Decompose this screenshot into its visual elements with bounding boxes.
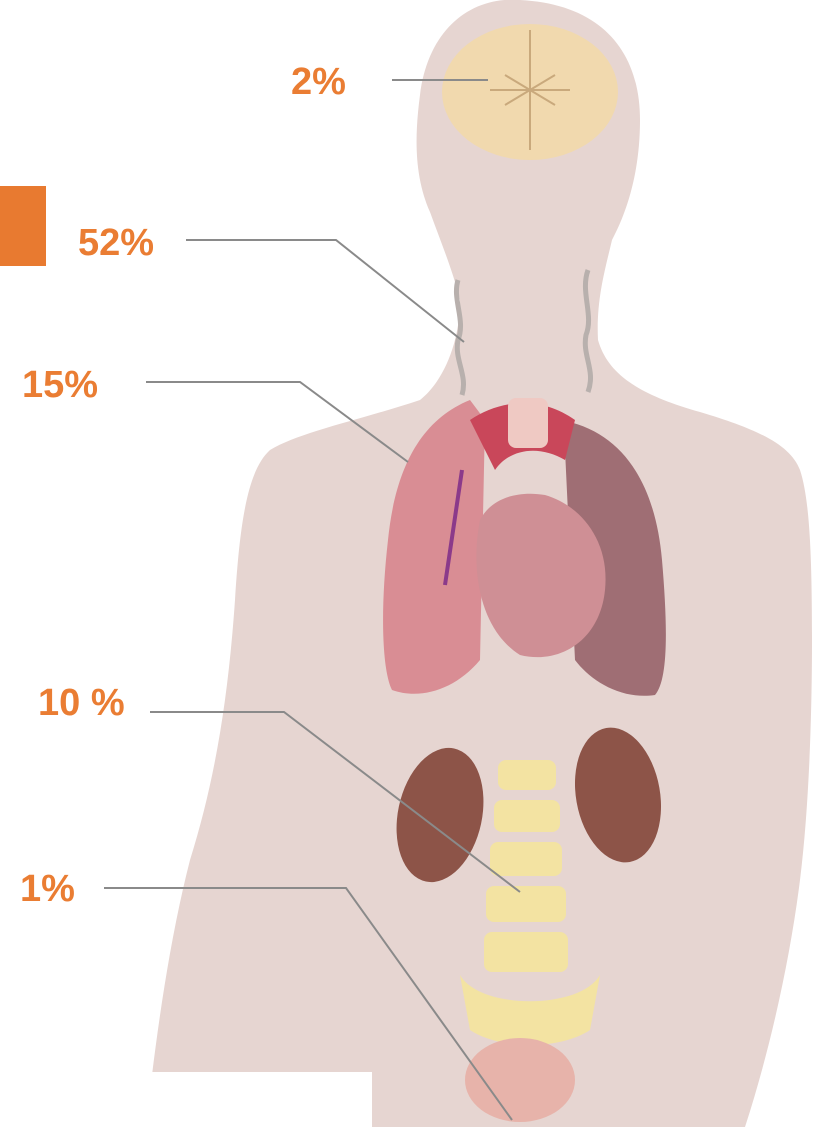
label-lungs: 15% [22,366,98,404]
trachea [508,398,548,448]
leader-line-neck [186,240,464,342]
white-overlay [0,1072,372,1127]
label-brain: 2% [291,63,346,101]
label-neck: 52% [78,224,154,262]
label-bladder: 1% [20,870,75,908]
accent-box [0,186,46,266]
label-kidneys: 10 % [38,684,125,722]
bladder [465,1038,575,1122]
